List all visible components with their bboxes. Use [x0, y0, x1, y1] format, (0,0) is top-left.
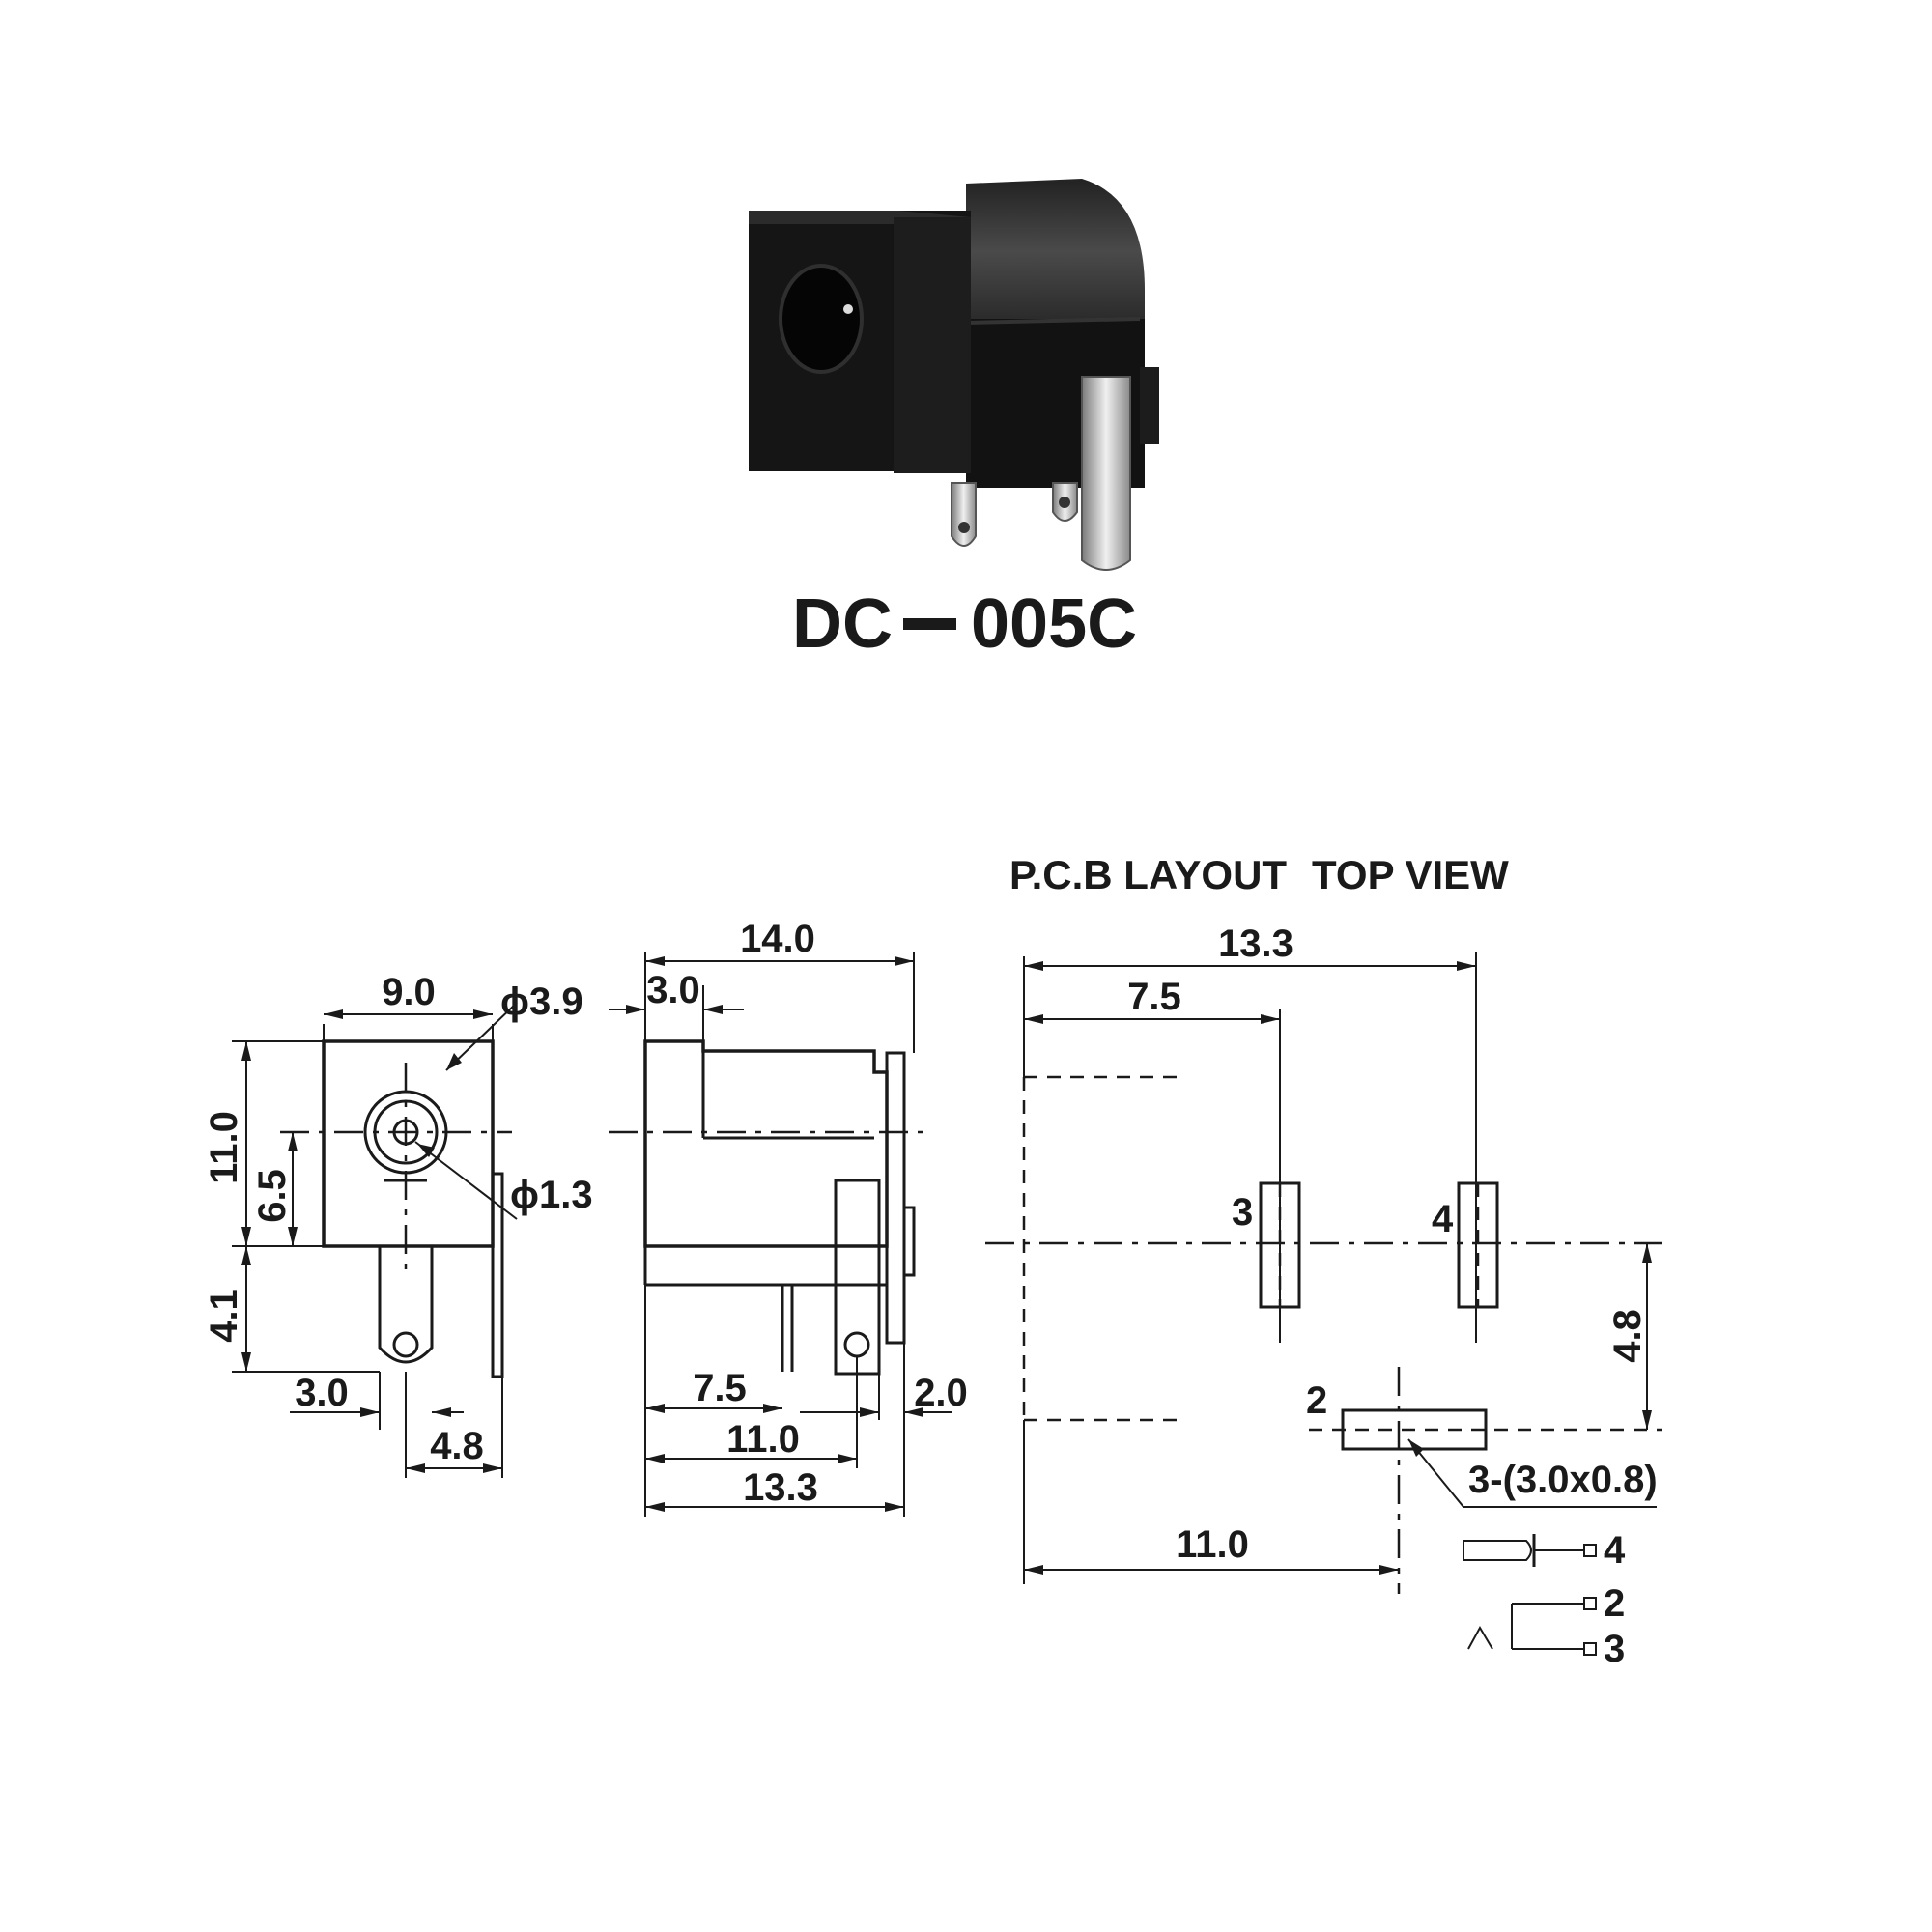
dim-side-pin-b: 11.0	[726, 1418, 800, 1461]
model-label: DC 005C	[792, 585, 1137, 663]
schematic-pin-3: 3	[1604, 1628, 1625, 1670]
model-dash	[903, 618, 956, 630]
model-code: 005C	[971, 585, 1137, 663]
pad-2-label: 2	[1306, 1379, 1327, 1422]
dim-front-width: 9.0	[382, 971, 436, 1013]
dim-pcb-pad2: 11.0	[1176, 1523, 1249, 1566]
model-prefix: DC	[792, 585, 893, 663]
dim-pin-diameter: ϕ1.3	[510, 1174, 593, 1216]
dim-side-pin-c: 13.3	[743, 1466, 818, 1509]
front-view: 9.0 ϕ3.9 ϕ1.3 11.0 6.5 4.1 3.0 4.8	[203, 971, 593, 1478]
dim-side-tab: 2.0	[914, 1372, 968, 1414]
header-top-view: TOP VIEW	[1312, 852, 1509, 897]
header-pcb-layout: P.C.B LAYOUT	[1009, 852, 1287, 897]
dim-pin-length: 4.1	[203, 1289, 245, 1343]
dim-center-height: 6.5	[251, 1169, 294, 1223]
pcb-layout: P.C.B LAYOUT TOP VIEW 13.3 7.5 3 4 2 4.8	[985, 852, 1662, 1594]
dim-front-height: 11.0	[203, 1111, 245, 1184]
dim-pin-offset-a: 3.0	[295, 1372, 349, 1414]
product-photo	[749, 179, 1159, 571]
pad-4-label: 4	[1432, 1198, 1454, 1240]
dim-pcb-total: 13.3	[1218, 923, 1293, 965]
pad-3-label: 3	[1232, 1191, 1253, 1234]
schematic-pin-4: 4	[1604, 1529, 1626, 1572]
schematic-pin-2: 2	[1604, 1582, 1625, 1625]
dim-side-pin-a: 7.5	[693, 1367, 747, 1409]
dim-hole-diameter: ϕ3.9	[500, 980, 583, 1023]
dim-side-length: 14.0	[740, 918, 815, 960]
schematic-symbol: 4 2 3	[1463, 1529, 1626, 1670]
dim-front-depth: 3.0	[646, 969, 700, 1011]
dim-pin-offset-b: 4.8	[430, 1425, 484, 1467]
slot-note: 3-(3.0x0.8)	[1468, 1459, 1658, 1501]
dim-pcb-pad3: 7.5	[1127, 976, 1181, 1018]
dim-pcb-offset: 4.8	[1606, 1309, 1649, 1363]
side-view: 14.0 3.0 7.5 2.0 11.0 13.3	[609, 918, 968, 1517]
